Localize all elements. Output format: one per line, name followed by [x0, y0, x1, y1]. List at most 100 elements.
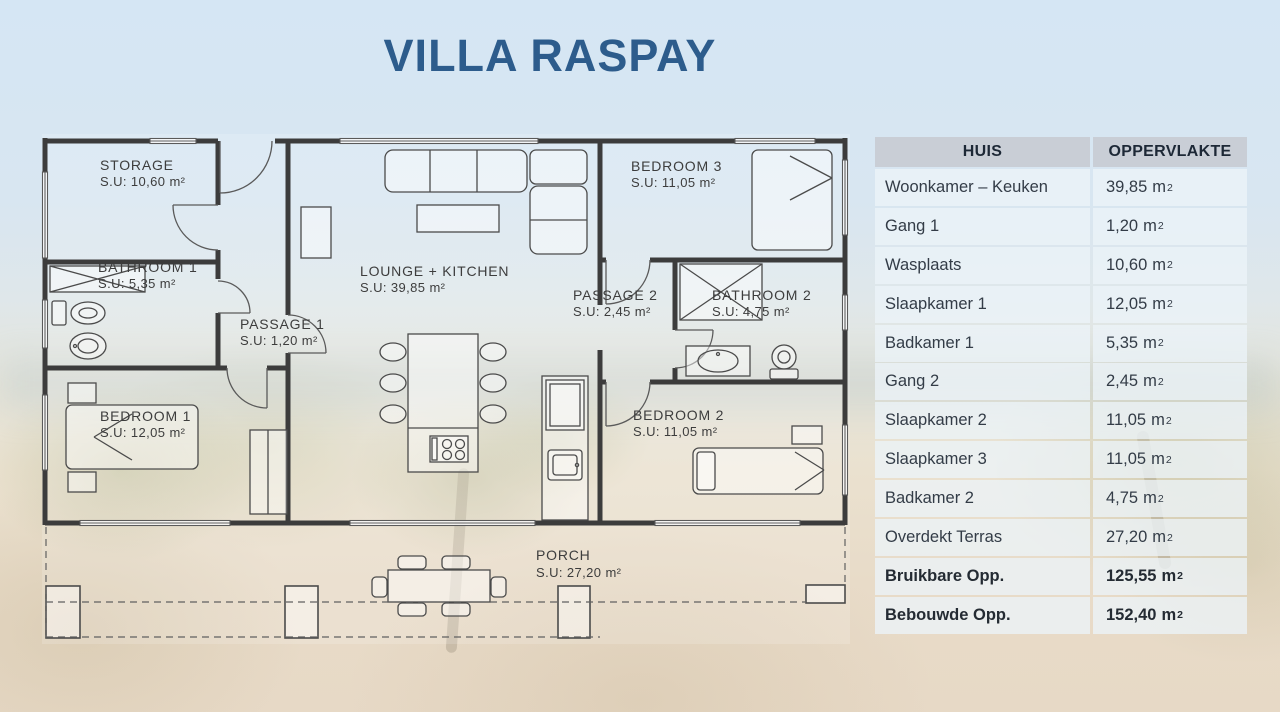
sofa-icon — [384, 149, 588, 255]
area-unit: m — [1151, 450, 1165, 469]
sink-bathroom1-icon — [69, 332, 107, 360]
room-su-bedroom2: S.U: 11,05 m² — [633, 424, 718, 439]
room-label-storage: STORAGE — [100, 157, 174, 173]
kitchen-sink-icon — [547, 449, 583, 481]
room-su-porch: S.U: 27,20 m² — [536, 565, 622, 580]
room-su-passage2: S.U: 2,45 m² — [573, 304, 651, 319]
room-label-passage1: PASSAGE 1 — [240, 316, 325, 332]
area-value: 11,05 — [1106, 411, 1147, 430]
room-su-bathroom2: S.U: 4,75 m² — [712, 304, 790, 319]
area-value: 152,40 — [1106, 605, 1157, 624]
room-name-cell: Wasplaats — [875, 246, 1090, 284]
bed-bedroom3-icon — [751, 149, 833, 251]
doors — [172, 140, 714, 427]
room-su-storage: S.U: 10,60 m² — [100, 174, 186, 189]
area-value: 2,45 — [1106, 372, 1139, 391]
room-name-cell: Bebouwde Opp. — [875, 596, 1090, 634]
area-unit: m — [1143, 489, 1157, 508]
header-huis: HUIS — [875, 137, 1090, 167]
area-value: 1,20 — [1106, 216, 1139, 235]
room-su-bedroom3: S.U: 11,05 m² — [631, 175, 716, 190]
room-label-bedroom3: BEDROOM 3 — [631, 158, 722, 174]
area-unit: m — [1143, 216, 1157, 235]
room-name-cell: Bruikbare Opp. — [875, 557, 1090, 595]
room-name-cell: Slaapkamer 3 — [875, 441, 1090, 479]
area-table: HUIS OPPERVLAKTE Woonkamer – Keuken 39,8… — [875, 137, 1247, 636]
room-name-cell: Gang 2 — [875, 363, 1090, 401]
shower-bathroom1-icon — [49, 265, 146, 293]
area-unit: m — [1143, 333, 1157, 352]
room-su-passage1: S.U: 1,20 m² — [240, 333, 318, 348]
room-label-bedroom1: BEDROOM 1 — [100, 408, 191, 424]
room-name-cell: Slaapkamer 1 — [875, 285, 1090, 323]
room-su-lounge: S.U: 39,85 m² — [360, 280, 446, 295]
coffee-table-icon — [416, 204, 500, 233]
wardrobe-bedroom1-icon — [249, 429, 288, 515]
toilet-bathroom2-icon — [769, 344, 799, 380]
room-label-lounge: LOUNGE + KITCHEN — [360, 263, 509, 279]
room-name-cell: Overdekt Terras — [875, 519, 1090, 557]
windows — [41, 137, 849, 527]
area-unit: m — [1152, 294, 1167, 313]
area-value: 125,55 — [1106, 566, 1157, 585]
room-label-bathroom2: BATHROOM 2 — [712, 287, 812, 303]
toilet-bathroom1-icon — [51, 300, 106, 326]
furniture — [45, 149, 846, 639]
table-header: HUIS OPPERVLAKTE — [875, 137, 1247, 167]
room-name-cell: Woonkamer – Keuken — [875, 169, 1090, 206]
room-label-bedroom2: BEDROOM 2 — [633, 407, 724, 423]
area-unit: m — [1152, 178, 1167, 196]
porch-pillars — [45, 584, 846, 639]
area-unit: m — [1143, 372, 1157, 391]
area-unit: m — [1161, 605, 1177, 624]
area-value: 4,75 — [1106, 489, 1139, 508]
porch-dining-set-icon — [371, 555, 507, 617]
room-name-cell: Gang 1 — [875, 207, 1090, 245]
area-value: 10,60 — [1106, 255, 1148, 274]
tv-unit-icon — [300, 206, 332, 259]
room-name-cell: Slaapkamer 2 — [875, 402, 1090, 440]
room-label-bathroom1: BATHROOM 1 — [98, 259, 198, 275]
area-value: 39,85 — [1106, 178, 1148, 196]
area-value: 27,20 — [1106, 528, 1148, 547]
plan-background — [42, 134, 850, 644]
area-unit: m — [1161, 566, 1177, 585]
area-unit: m — [1152, 255, 1167, 274]
header-oppervlakte: OPPERVLAKTE — [1093, 137, 1247, 167]
sink-bathroom2-icon — [685, 345, 751, 377]
page-title: VILLA RASPAY — [383, 30, 717, 81]
room-label-porch: PORCH — [536, 547, 591, 563]
kitchen-island-icon — [379, 333, 507, 473]
room-label-passage2: PASSAGE 2 — [573, 287, 658, 303]
shower-bathroom2-icon — [679, 263, 763, 321]
floor-plan: STORAGE S.U: 10,60 m² BATHROOM 1 S.U: 5,… — [41, 134, 850, 644]
kitchen-counter-icon — [541, 375, 589, 521]
bed-bedroom2-icon — [692, 425, 825, 495]
room-su-bedroom1: S.U: 12,05 m² — [100, 425, 186, 440]
